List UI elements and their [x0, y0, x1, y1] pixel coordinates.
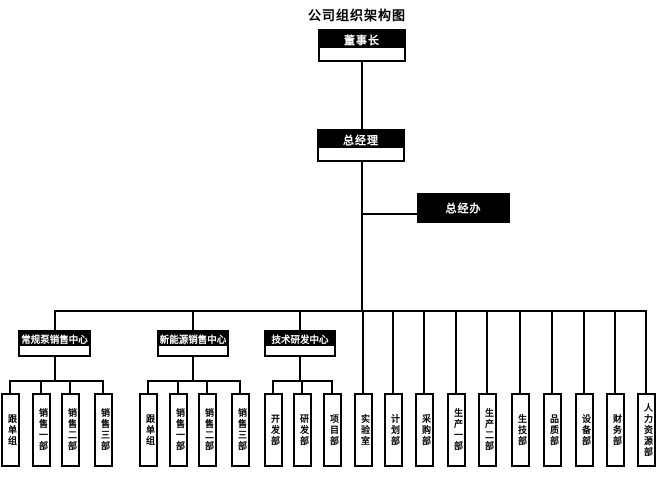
connector-dept-drop: [455, 312, 457, 393]
connector-rail-group3: [272, 380, 333, 382]
connector-dept-drop: [423, 312, 425, 393]
node-g1-sales-dept-1: 销售一部: [32, 393, 51, 467]
node-dept-equipment-label: 设备部: [580, 413, 590, 447]
connector-dept-drop: [486, 312, 488, 393]
node-dept-finance: 财务部: [606, 393, 625, 467]
node-conventional-pump-sales-center-label: 常规泵销售中心: [20, 332, 89, 346]
node-dept-production-1: 生产一部: [447, 393, 466, 467]
node-g1-sales-dept-1-label: 销售一部: [37, 408, 47, 452]
connector-leaf-drop: [331, 382, 333, 393]
connector-leaf-drop: [102, 382, 104, 393]
node-g2-sales-dept-2: 销售二部: [198, 393, 217, 467]
node-new-energy-sales-center-label: 新能源销售中心: [159, 332, 227, 346]
node-dept-planning-label: 计划部: [389, 413, 399, 447]
node-tech-rd-center-body: [266, 346, 334, 355]
node-g1-sales-dept-2-label: 销售二部: [66, 408, 76, 452]
node-new-energy-sales-center-body: [159, 346, 227, 355]
node-g1-sales-dept-2: 销售二部: [61, 393, 80, 467]
connector-chairman-gm: [361, 62, 363, 129]
node-general-manager-body: [319, 148, 403, 160]
node-rd-dept-label: 研发部: [298, 413, 308, 447]
node-g2-order-follow-group-label: 跟单组: [144, 413, 154, 447]
connector-rail-group1: [9, 380, 104, 382]
connector-leaf-drop: [177, 382, 179, 393]
node-dept-planning: 计划部: [384, 393, 403, 467]
node-g2-sales-dept-2-label: 销售二部: [203, 408, 213, 452]
node-dept-lab-label: 实验室: [359, 413, 369, 447]
connector-dept-drop: [645, 312, 647, 393]
node-gm-office-label: 总经办: [445, 202, 482, 215]
node-project-dept-label: 项目部: [328, 413, 338, 447]
connector-gm-office: [362, 213, 417, 215]
node-dept-production-tech: 生技部: [511, 393, 530, 467]
node-dept-quality-label: 品质部: [548, 413, 558, 447]
node-chairman-body: [320, 48, 404, 60]
node-dept-hr: 人力资源部: [637, 393, 656, 467]
connector-gm-trunk: [361, 162, 363, 310]
connector-leaf-drop: [40, 382, 42, 393]
connector-center1-rail: [54, 357, 56, 380]
node-tech-rd-center: 技术研发中心: [264, 330, 336, 357]
connector-leaf-drop: [272, 382, 274, 393]
connector-dept-drop: [362, 312, 364, 393]
chart-title: 公司组织架构图: [307, 9, 406, 24]
node-new-energy-sales-center: 新能源销售中心: [157, 330, 229, 357]
connector-leaf-drop: [147, 382, 149, 393]
node-dept-production-2-label: 生产二部: [483, 408, 493, 452]
node-project-dept: 项目部: [323, 393, 342, 467]
node-chairman-label: 董事长: [320, 31, 404, 48]
node-gm-office: 总经办: [417, 193, 510, 223]
node-g1-sales-dept-3-label: 销售三部: [99, 408, 109, 452]
node-g1-sales-dept-3: 销售三部: [94, 393, 113, 467]
connector-leaf-drop: [239, 382, 241, 393]
node-dept-equipment: 设备部: [575, 393, 594, 467]
node-general-manager-label: 总经理: [319, 131, 403, 148]
connector-leaf-drop: [206, 382, 208, 393]
node-rd-dept: 研发部: [293, 393, 312, 467]
node-dept-production-2: 生产二部: [478, 393, 497, 467]
node-g2-sales-dept-1-label: 销售一部: [174, 408, 184, 452]
node-dept-purchasing-label: 采购部: [420, 413, 430, 447]
node-chairman: 董事长: [318, 29, 406, 62]
node-g1-order-follow-group-label: 跟单组: [6, 413, 16, 447]
node-dept-quality: 品质部: [543, 393, 562, 467]
connector-drop-center1: [54, 312, 56, 330]
connector-dept-drop: [614, 312, 616, 393]
node-g2-sales-dept-3: 销售三部: [231, 393, 250, 467]
connector-dept-drop: [583, 312, 585, 393]
connector-leaf-drop: [69, 382, 71, 393]
connector-main-horizontal: [54, 310, 647, 312]
node-g2-sales-dept-1: 销售一部: [169, 393, 188, 467]
node-dev-dept: 开发部: [264, 393, 283, 467]
node-conventional-pump-sales-center: 常规泵销售中心: [18, 330, 91, 357]
connector-center3-rail: [299, 357, 301, 380]
connector-dept-drop: [551, 312, 553, 393]
node-dept-purchasing: 采购部: [415, 393, 434, 467]
connector-drop-center3: [299, 312, 301, 330]
connector-center2-rail: [192, 357, 194, 380]
connector-leaf-drop: [301, 382, 303, 393]
node-g1-order-follow-group: 跟单组: [1, 393, 20, 467]
node-dept-production-1-label: 生产一部: [452, 408, 462, 452]
connector-leaf-drop: [9, 382, 11, 393]
node-dept-production-tech-label: 生技部: [516, 413, 526, 447]
node-general-manager: 总经理: [317, 129, 405, 162]
node-dept-finance-label: 财务部: [611, 413, 621, 447]
node-conventional-pump-sales-center-body: [20, 346, 89, 355]
node-dept-lab: 实验室: [354, 393, 373, 467]
node-dev-dept-label: 开发部: [269, 413, 279, 447]
connector-dept-drop: [519, 312, 521, 393]
connector-drop-center2: [192, 312, 194, 330]
node-tech-rd-center-label: 技术研发中心: [266, 332, 334, 346]
connector-dept-drop: [392, 312, 394, 393]
connector-rail-group2: [147, 380, 241, 382]
node-g2-sales-dept-3-label: 销售三部: [236, 408, 246, 452]
node-dept-hr-label: 人力资源部: [642, 402, 652, 458]
node-g2-order-follow-group: 跟单组: [139, 393, 158, 467]
